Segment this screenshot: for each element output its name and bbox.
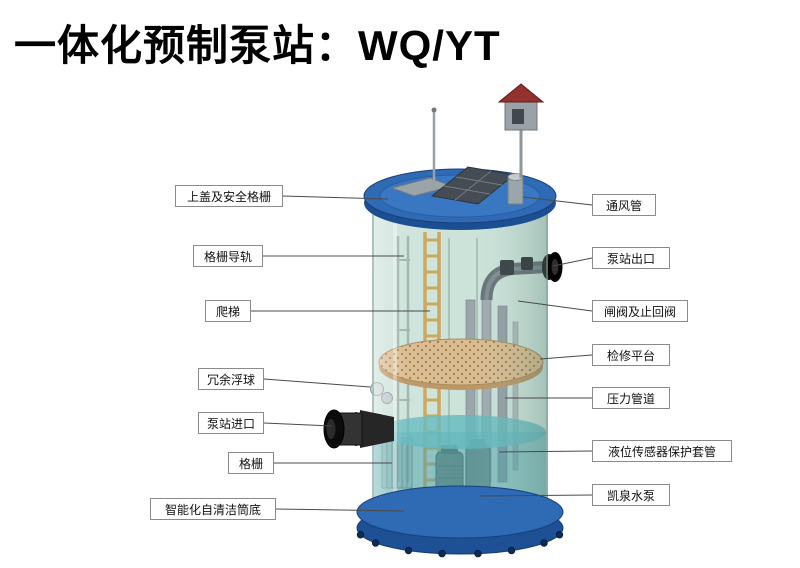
label-kaiquan-pump: 凯泉水泵 bbox=[592, 484, 670, 506]
vent-pipe bbox=[507, 173, 524, 205]
label-self-cleaning-bottom: 智能化自清洁筒底 bbox=[150, 498, 276, 520]
label-grille-guide-rail: 格栅导轨 bbox=[193, 245, 263, 267]
anchor-bolts bbox=[356, 531, 564, 558]
label-pressure-pipe: 压力管道 bbox=[592, 387, 670, 409]
solar-panel bbox=[430, 166, 516, 205]
label-ladder: 爬梯 bbox=[205, 300, 251, 322]
control-box bbox=[497, 83, 545, 178]
label-redundant-float: 冗余浮球 bbox=[198, 368, 264, 390]
leader-lines bbox=[251, 195, 593, 512]
label-level-sensor-sleeve: 液位传感器保护套管 bbox=[592, 440, 732, 462]
label-grille: 格栅 bbox=[228, 452, 274, 474]
label-top-cover-safety-grille: 上盖及安全格栅 bbox=[175, 185, 283, 207]
label-station-inlet: 泵站进口 bbox=[198, 412, 264, 434]
bottom-flange bbox=[356, 485, 564, 558]
label-vent-pipe: 通风管 bbox=[592, 194, 656, 216]
antenna-pole bbox=[431, 107, 437, 188]
label-station-outlet: 泵站出口 bbox=[592, 247, 670, 269]
tank-glass bbox=[372, 203, 548, 539]
label-service-platform: 检修平台 bbox=[592, 344, 670, 366]
page-title: 一体化预制泵站：WQ/YT bbox=[14, 22, 501, 69]
inlet-pipe bbox=[323, 409, 394, 449]
label-gate-check-valve: 闸阀及止回阀 bbox=[592, 300, 688, 322]
